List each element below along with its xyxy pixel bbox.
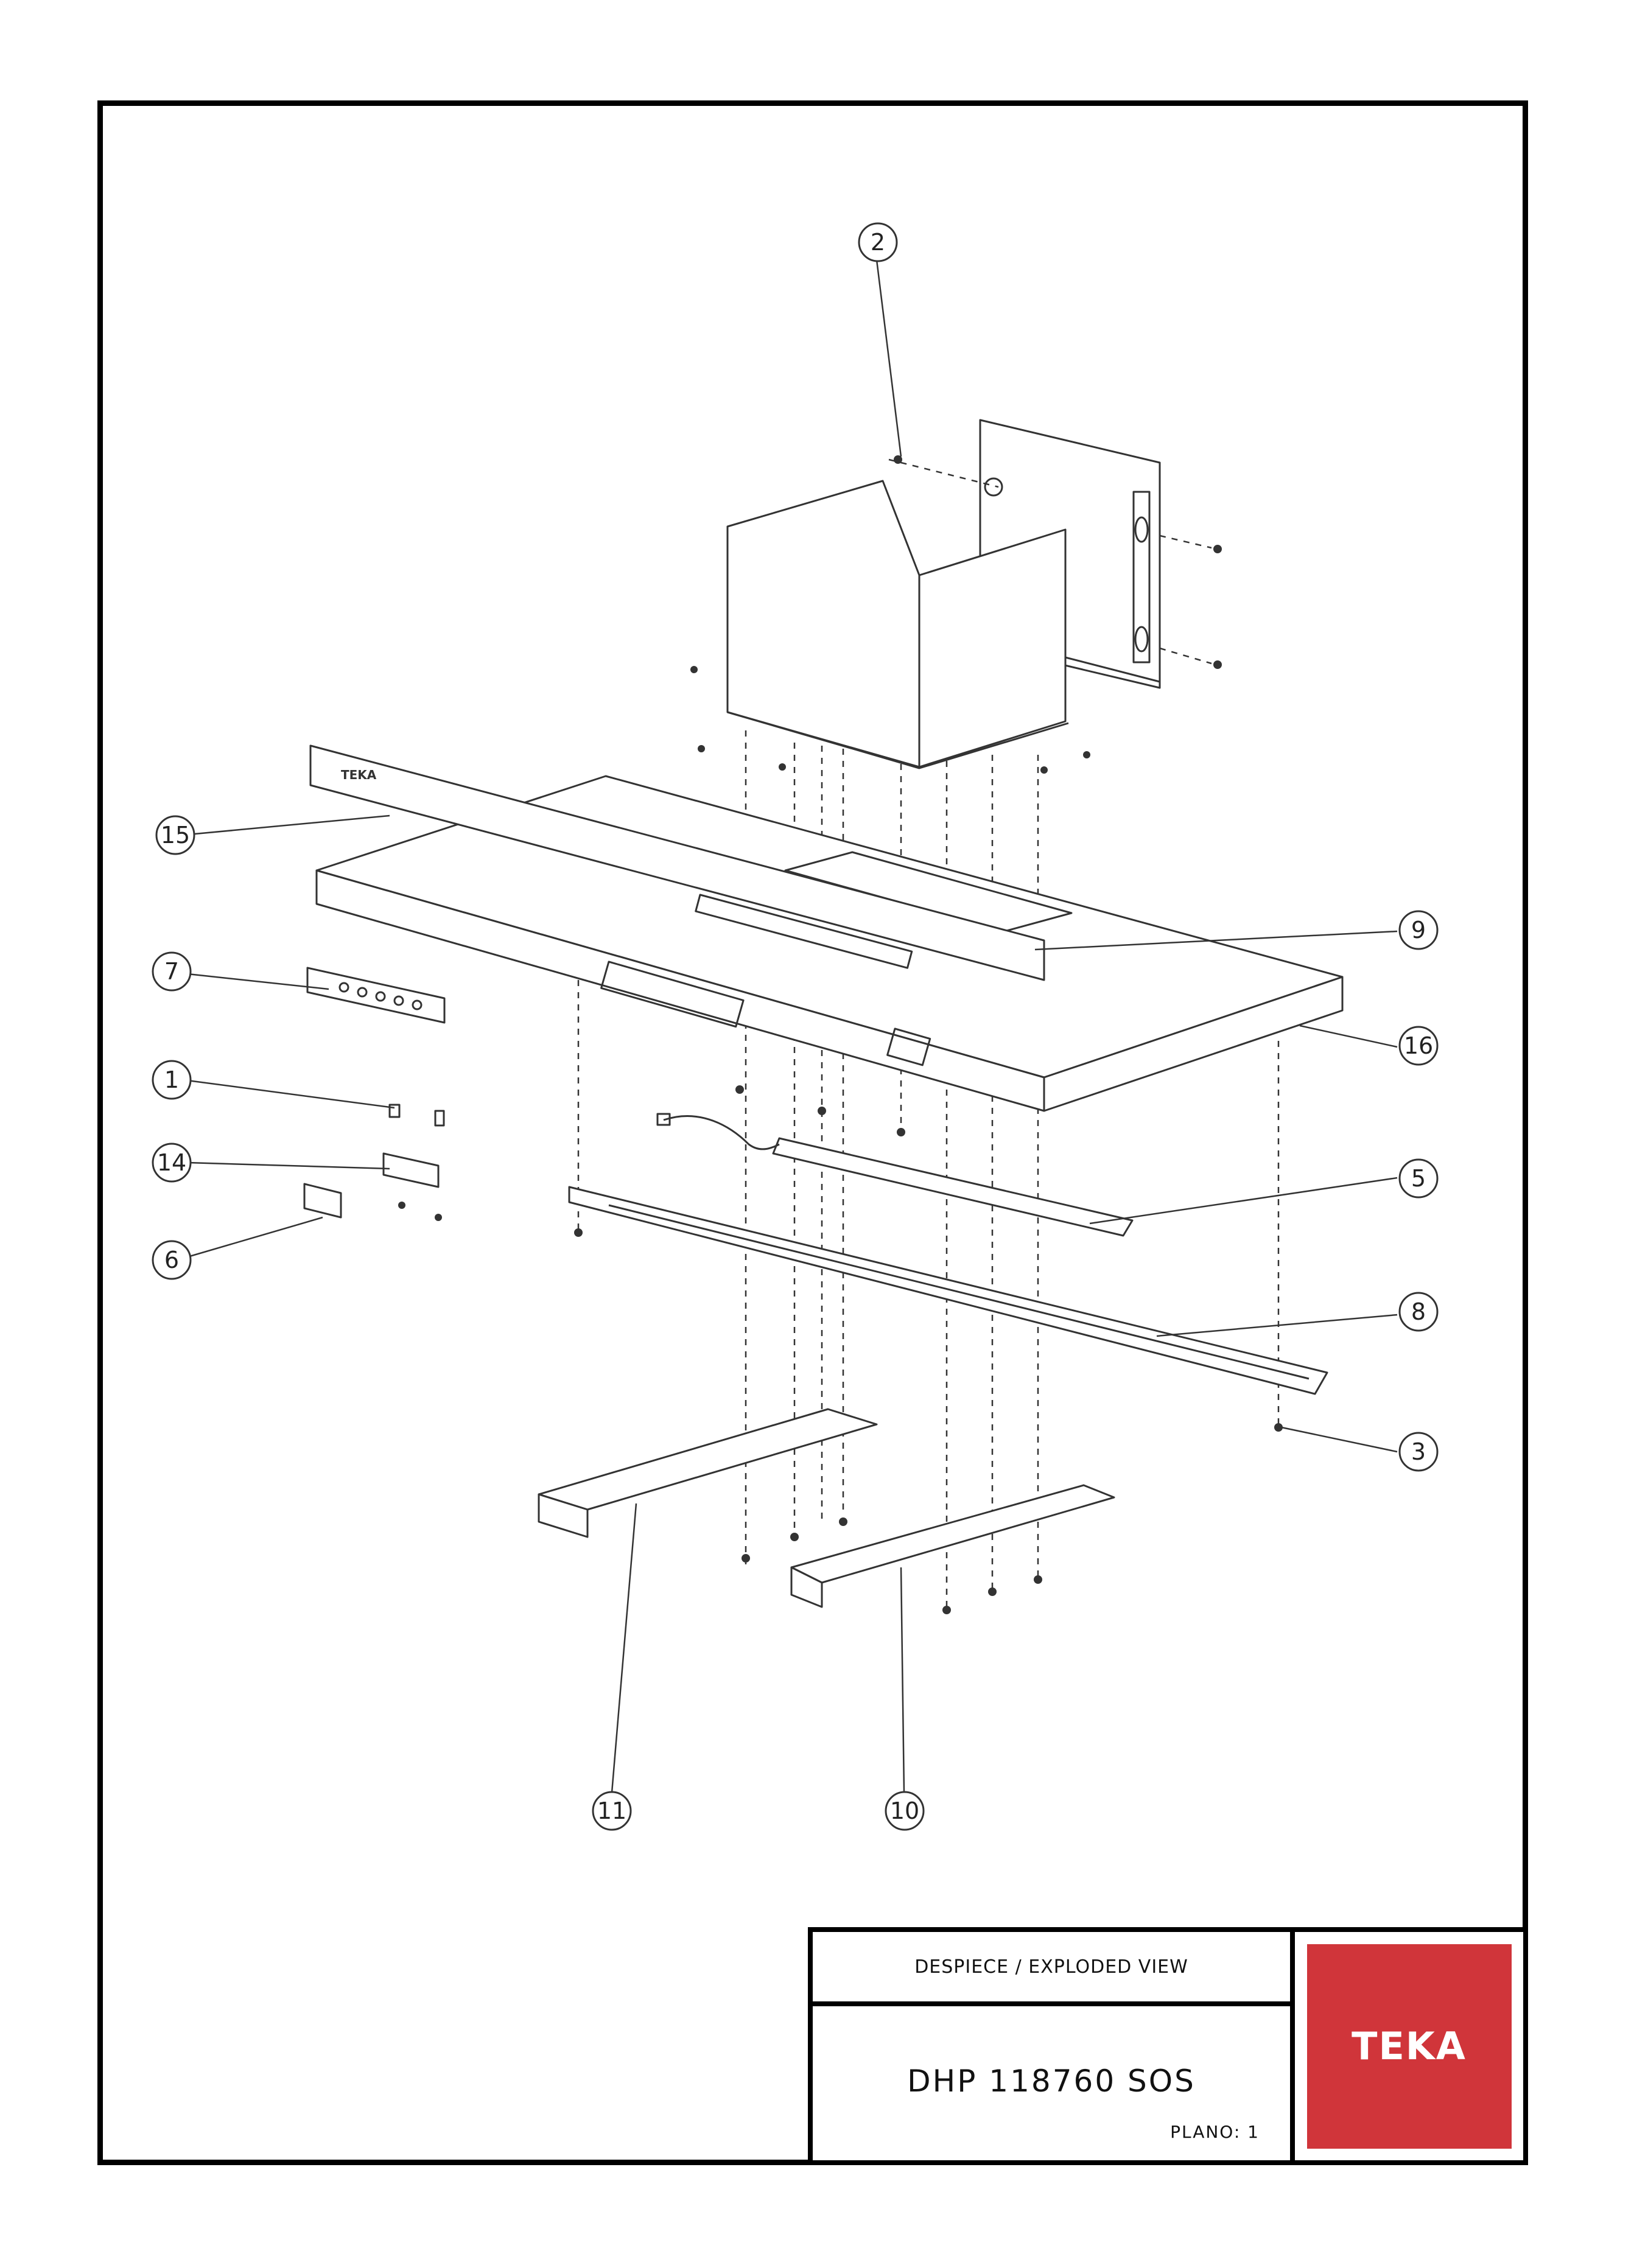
callout-1: 1	[164, 1066, 179, 1093]
callout-14: 14	[157, 1149, 186, 1176]
model-cell: DHP 118760 SOS PLANO: 1	[808, 2001, 1295, 2165]
small-parts	[303, 1104, 445, 1219]
callout-5: 5	[1411, 1165, 1426, 1192]
title-block: DESPIECE / EXPLODED VIEW DHP 118760 SOS …	[808, 1927, 1528, 2165]
callout-2: 2	[871, 229, 885, 256]
callout-10: 10	[890, 1797, 919, 1824]
model-number: DHP 118760 SOS	[907, 2063, 1196, 2099]
teka-logo: TEKA	[1306, 1944, 1512, 2149]
control-panel	[306, 967, 446, 1024]
logo-cell: TEKA	[1290, 1927, 1528, 2165]
trim-panel-logo: TEKA	[341, 768, 377, 782]
rail	[568, 1186, 1328, 1395]
callout-6: 6	[164, 1247, 179, 1273]
lamp-strip	[656, 1113, 1134, 1237]
callout-15: 15	[161, 822, 190, 849]
callout-8: 8	[1411, 1298, 1426, 1325]
callout-3: 3	[1411, 1438, 1426, 1465]
callout-16: 16	[1404, 1032, 1433, 1059]
callout-9: 9	[1411, 917, 1426, 943]
drawing-description: DESPIECE / EXPLODED VIEW	[808, 1927, 1295, 2006]
support-channels	[538, 1408, 1115, 1608]
chimney-box	[726, 480, 1069, 769]
front-trim-panel	[309, 744, 1045, 981]
sheet-number: PLANO: 1	[1170, 2122, 1260, 2142]
callout-7: 7	[164, 958, 179, 985]
callout-11: 11	[597, 1797, 626, 1824]
callout-circles	[152, 222, 1439, 1831]
leader-lines	[187, 259, 1398, 1793]
screws	[398, 455, 1283, 1614]
logo-wordmark: TEKA	[1352, 2024, 1467, 2068]
